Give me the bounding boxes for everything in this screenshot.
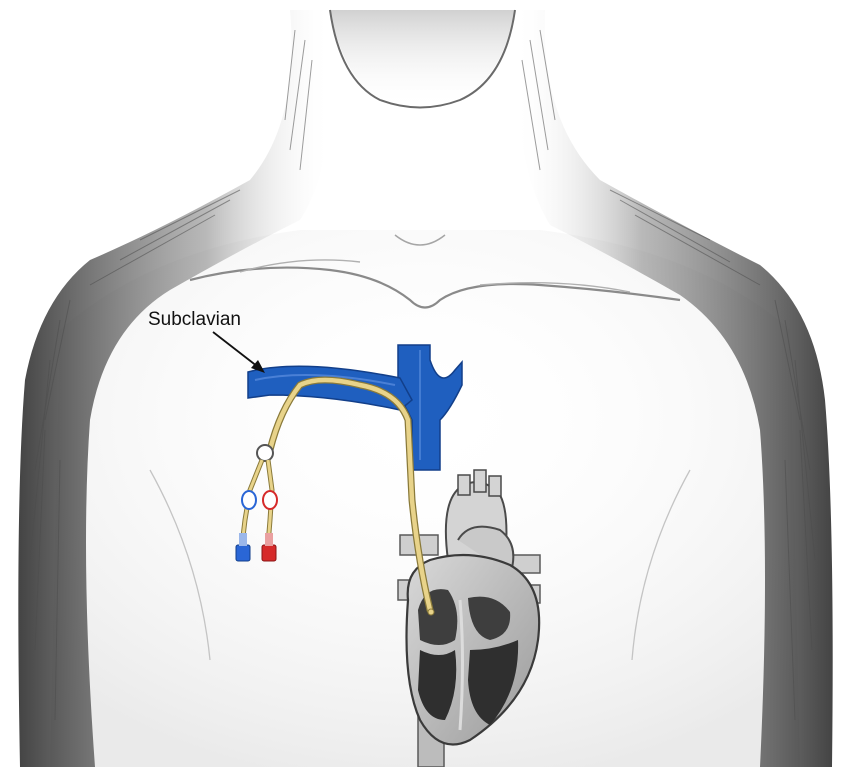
subclavian-label: Subclavian	[148, 309, 241, 330]
